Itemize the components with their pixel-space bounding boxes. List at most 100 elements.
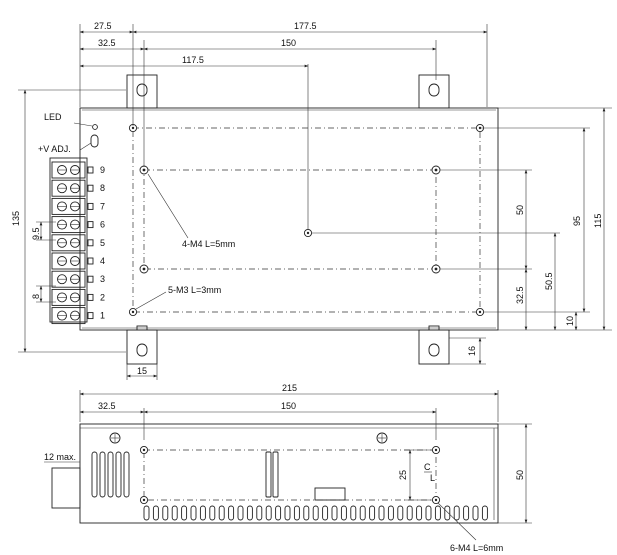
vent-slot (350, 505, 357, 521)
mounting-tabs (126, 74, 450, 365)
right-vertical-dimensions: 115 95 50 32.5 50.5 10 16 (312, 107, 612, 365)
vent-slot (359, 505, 366, 521)
terminal-3: 3 (51, 270, 105, 288)
vent-slot (322, 505, 329, 521)
tab-slot (428, 83, 440, 97)
terminal-label: 8 (100, 183, 105, 193)
vent-slot (199, 505, 206, 521)
terminal-label: 9 (100, 165, 105, 175)
vent-slot (228, 505, 235, 521)
vent-slot (303, 505, 310, 521)
vent-slot (425, 505, 432, 521)
side-hole-pattern (143, 449, 437, 501)
terminal-label: 1 (100, 311, 105, 321)
terminal-label: 5 (100, 238, 105, 248)
dim-95: 95 (572, 216, 582, 226)
terminal-8: 8 (51, 179, 105, 197)
dim-12-max: 12 max. (44, 452, 76, 462)
top-view-body (79, 107, 499, 331)
side-label-plate (314, 487, 346, 501)
vent-slot (275, 505, 282, 521)
vent-slot (218, 505, 225, 521)
terminal-7: 7 (51, 197, 105, 215)
vent-slot (463, 505, 470, 521)
vent-slot (152, 505, 159, 521)
centre-mark-c: C (424, 462, 431, 472)
vent-slot (340, 505, 347, 521)
left-dimensions: 135 9.5 8 (11, 89, 126, 353)
vent-slot (181, 505, 188, 521)
vent-slot (107, 451, 114, 498)
terminal-6: 6 (51, 216, 105, 234)
vent-slot (406, 505, 413, 521)
dim-150-top: 150 (281, 38, 296, 48)
dim-27-5: 27.5 (94, 21, 112, 31)
terminal-5: 5 (51, 234, 105, 252)
led-indicator (92, 124, 98, 130)
top-horizontal-dimensions: 27.5 177.5 32.5 150 117.5 (79, 21, 488, 229)
terminal-2: 2 (51, 288, 105, 306)
dim-50-side: 50 (515, 470, 525, 480)
terminal-label: 7 (100, 201, 105, 211)
vent-slot (331, 505, 338, 521)
vadj-potentiometer (90, 134, 99, 148)
terminal-4: 4 (51, 252, 105, 270)
m3-mount-note: 5-M3 L=3mm (168, 285, 221, 295)
dim-50: 50 (515, 205, 525, 215)
dim-10: 10 (565, 316, 575, 326)
vent-slot (272, 451, 279, 498)
vent-slot (237, 505, 244, 521)
dim-135: 135 (11, 211, 21, 226)
terminal-label: 3 (100, 274, 105, 284)
m4-mount-note: 4-M4 L=5mm (182, 239, 235, 249)
side-view: 215 32.5 150 50 25 C L (44, 383, 532, 553)
m4-hole-pattern (143, 169, 437, 270)
vent-slot (416, 505, 423, 521)
side-vent-slots (91, 451, 130, 498)
vent-slot (256, 505, 263, 521)
terminal-label: 6 (100, 220, 105, 230)
vent-slot (453, 505, 460, 521)
vent-slot (99, 451, 106, 498)
vent-slot (284, 505, 291, 521)
terminal-side-profile (51, 467, 81, 509)
vent-slot (293, 505, 300, 521)
vent-slot (265, 451, 272, 498)
bottom-vent-slots (143, 505, 488, 521)
m3-hole-pattern (132, 127, 481, 313)
vent-slot (171, 505, 178, 521)
terminal-block: 9 8 7 6 5 4 3 2 1 (49, 157, 105, 325)
dim-150-side: 150 (281, 401, 296, 411)
led-label: LED (44, 112, 62, 122)
vent-slot (143, 505, 150, 521)
side-m4-note: 6-M4 L=6mm (450, 543, 503, 553)
vent-slot (312, 505, 319, 521)
vent-slot (265, 505, 272, 521)
dim-115: 115 (593, 214, 603, 228)
dim-15: 15 (137, 366, 147, 376)
dim-32-5-right: 32.5 (515, 286, 525, 304)
terminal-1: 1 (51, 307, 105, 325)
tab-width-dimension: 15 (126, 364, 158, 380)
vent-slot (190, 505, 197, 521)
dim-32-5-top: 32.5 (98, 38, 116, 48)
vent-slot (123, 451, 130, 498)
vent-slot (209, 505, 216, 521)
vent-slot (397, 505, 404, 521)
vent-slot (481, 505, 488, 521)
tab-slot (136, 83, 148, 97)
dim-117-5: 117.5 (182, 55, 204, 65)
vent-slot (378, 505, 385, 521)
vent-slot (91, 451, 98, 498)
terminal-label: 2 (100, 292, 105, 302)
vent-slot (115, 451, 122, 498)
side-screw-holes (139, 445, 441, 505)
tab-slot (428, 343, 440, 357)
dim-215: 215 (282, 383, 297, 393)
dim-32-5-side: 32.5 (98, 401, 116, 411)
dim-25: 25 (398, 470, 408, 480)
vent-slot (472, 505, 479, 521)
dim-8: 8 (31, 294, 41, 299)
terminal-label: 4 (100, 256, 105, 266)
